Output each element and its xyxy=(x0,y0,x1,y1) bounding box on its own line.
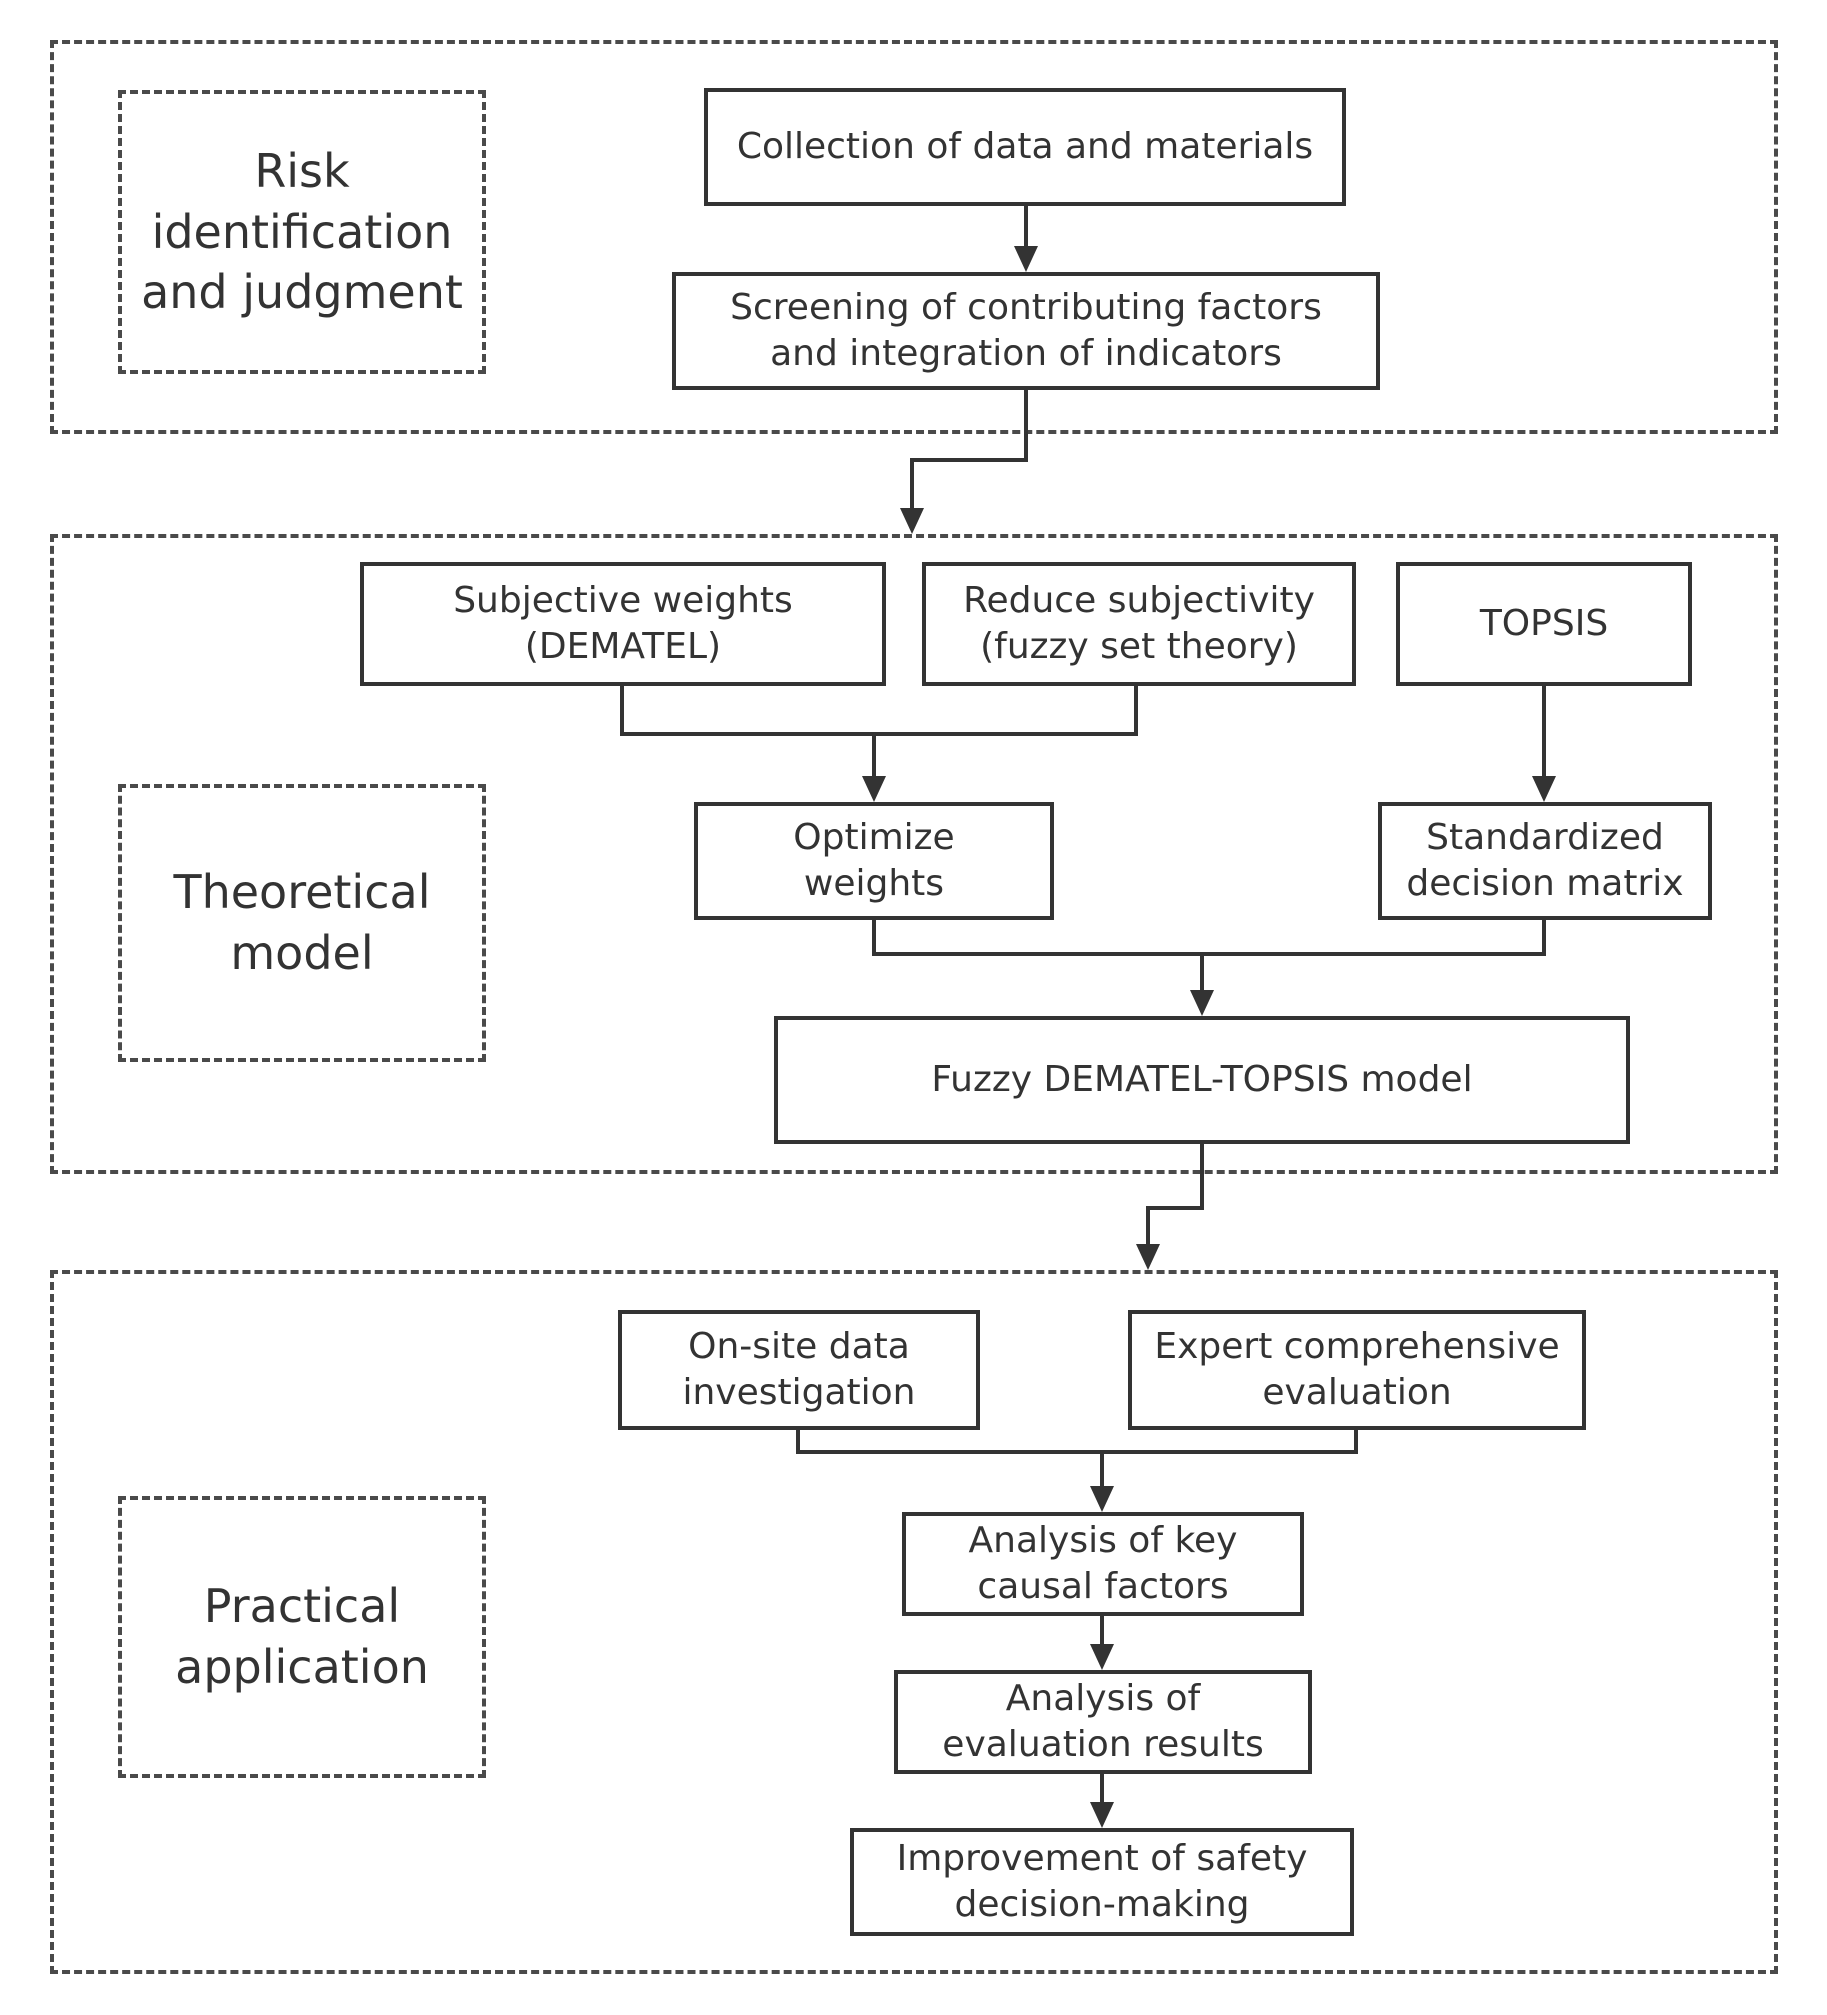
stage-label-risk-identification: Risk identification and judgment xyxy=(118,90,486,374)
node-screening-factors-text: Screening of contributing factors and in… xyxy=(730,286,1322,374)
node-fuzzy-dematel-topsis-model-text: Fuzzy DEMATEL-TOPSIS model xyxy=(931,1058,1473,1100)
node-standardized-decision-matrix-text: Standardized decision matrix xyxy=(1406,816,1684,904)
node-screening-factors: Screening of contributing factors and in… xyxy=(672,272,1380,390)
node-reduce-subjectivity: Reduce subjectivity (fuzzy set theory) xyxy=(922,562,1356,686)
stage-label-theoretical-model-text: Theoretical model xyxy=(173,865,431,980)
stage-label-risk-identification-text: Risk identification and judgment xyxy=(141,143,463,320)
node-optimize-weights: Optimize weights xyxy=(694,802,1054,920)
node-analysis-key-causal-factors: Analysis of key causal factors xyxy=(902,1512,1304,1616)
node-standardized-decision-matrix: Standardized decision matrix xyxy=(1378,802,1712,920)
node-onsite-data-investigation: On-site data investigation xyxy=(618,1310,980,1430)
stage-label-theoretical-model: Theoretical model xyxy=(118,784,486,1062)
stage-label-practical-application: Practical application xyxy=(118,1496,486,1778)
node-onsite-data-investigation-text: On-site data investigation xyxy=(682,1325,916,1413)
node-analysis-evaluation-results: Analysis of evaluation results xyxy=(894,1670,1312,1774)
arrowhead-screening-to-theoretical-model xyxy=(900,508,924,534)
node-analysis-key-causal-factors-text: Analysis of key causal factors xyxy=(968,1519,1238,1607)
node-subjective-weights-text: Subjective weights (DEMATEL) xyxy=(453,579,793,667)
node-optimize-weights-text: Optimize weights xyxy=(793,816,955,904)
node-collection-of-data-text: Collection of data and materials xyxy=(736,125,1314,167)
node-subjective-weights: Subjective weights (DEMATEL) xyxy=(360,562,886,686)
node-fuzzy-dematel-topsis-model: Fuzzy DEMATEL-TOPSIS model xyxy=(774,1016,1630,1144)
theoretical-model-group xyxy=(50,534,1778,1174)
node-expert-comprehensive-evaluation: Expert comprehensive evaluation xyxy=(1128,1310,1586,1430)
node-analysis-evaluation-results-text: Analysis of evaluation results xyxy=(942,1677,1264,1765)
node-expert-comprehensive-evaluation-text: Expert comprehensive evaluation xyxy=(1154,1325,1560,1413)
node-topsis: TOPSIS xyxy=(1396,562,1692,686)
node-improvement-safety-decision-making-text: Improvement of safety decision-making xyxy=(896,1837,1308,1925)
node-collection-of-data: Collection of data and materials xyxy=(704,88,1346,206)
practical-application-group xyxy=(50,1270,1778,1974)
stage-label-practical-application-text: Practical application xyxy=(175,1579,429,1694)
arrowhead-to-practical-application xyxy=(1136,1244,1160,1270)
node-improvement-safety-decision-making: Improvement of safety decision-making xyxy=(850,1828,1354,1936)
node-reduce-subjectivity-text: Reduce subjectivity (fuzzy set theory) xyxy=(963,579,1315,667)
node-topsis-text: TOPSIS xyxy=(1479,602,1609,644)
